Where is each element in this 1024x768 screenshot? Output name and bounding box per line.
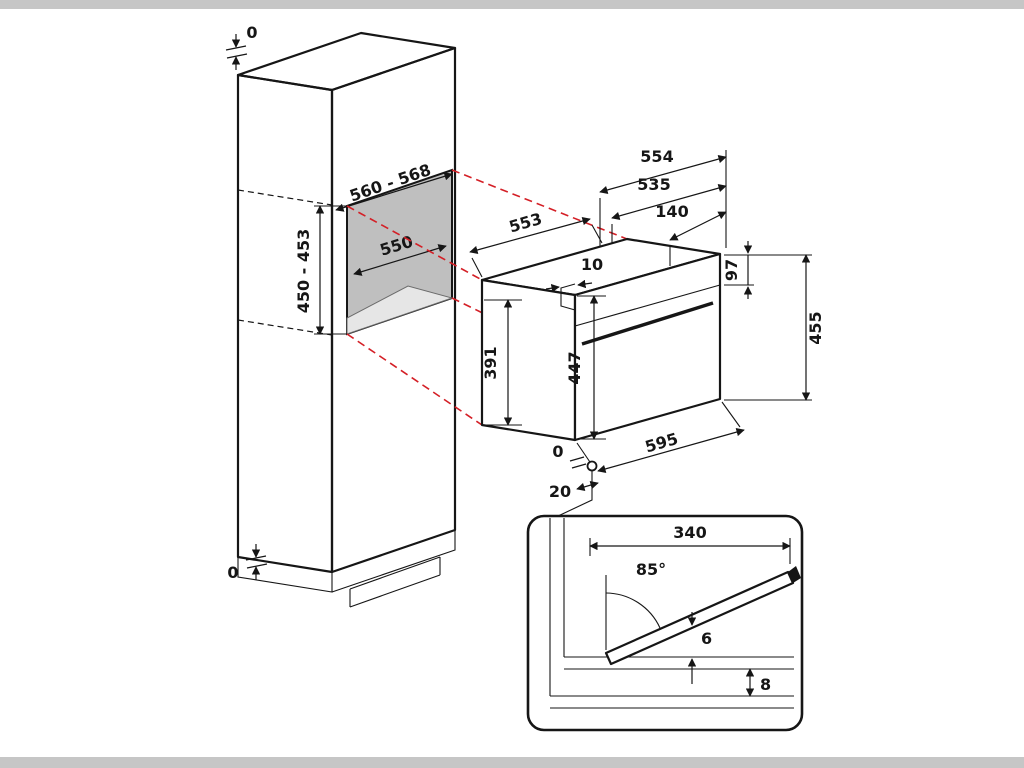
oven-front-face <box>573 252 722 442</box>
dim-body-depth: 553 <box>507 209 544 236</box>
door-handle <box>581 301 714 346</box>
dim-front-clearance: 0 <box>552 442 563 461</box>
dim-595-line <box>597 428 745 473</box>
door-tip <box>788 566 801 583</box>
dim-391-ticks <box>484 299 522 426</box>
niche-width-line <box>335 172 453 212</box>
dim-frame-offset: 10 <box>581 255 603 274</box>
projection-line-bottom-left <box>346 333 483 426</box>
niche-depth-line <box>353 244 447 276</box>
dim-bottom-gap: 20 <box>549 482 571 501</box>
cabinet-front-section-lines <box>549 518 565 696</box>
door-detail-inset: 85° 340 6 8 <box>526 514 804 732</box>
dim-panel-height: 97 <box>722 259 741 281</box>
dim-door-projection: 340 <box>673 523 706 542</box>
dim-body-mid-width: 535 <box>637 175 670 194</box>
worktop-section-lines <box>564 656 794 670</box>
niche-floor <box>346 285 454 335</box>
cabinet-hidden-line-bottom <box>237 319 333 336</box>
dim-front-height: 447 <box>565 351 584 384</box>
dim-553-line <box>469 216 591 255</box>
dim-body-top-width: 554 <box>640 147 673 166</box>
dim-20-line <box>576 481 599 491</box>
bottom-zero-ticks <box>245 555 268 569</box>
dim-553-extensions <box>471 224 603 278</box>
control-panel-line <box>574 284 721 327</box>
reference-point-marker <box>586 460 598 472</box>
dim-overall-width: 595 <box>643 429 680 456</box>
dim-455-extensions <box>724 254 812 401</box>
dim-535-line <box>611 183 727 221</box>
cabinet-column <box>236 31 457 608</box>
cabinet-plinth-band <box>237 530 456 593</box>
dim-top-clearance: 0 <box>246 23 257 42</box>
front-frame-step <box>560 283 576 311</box>
cabinet-top-face <box>236 31 457 92</box>
dim-140-line <box>669 211 727 241</box>
top-zero-ticks <box>225 45 248 59</box>
dim-opening-angle: 85° <box>636 560 666 579</box>
detail-leader-line <box>555 471 593 518</box>
cabinet-kick-recess <box>349 556 441 608</box>
dim-overall-height: 455 <box>806 311 825 344</box>
bottom-page-bar <box>0 757 1024 768</box>
dim-bottom-shelf-gap: 8 <box>760 675 771 694</box>
frame-offset-arrow-left <box>545 283 560 293</box>
front-zero-ticks <box>569 456 587 469</box>
door-angle-arc <box>605 592 661 629</box>
dim-bottom-clearance: 0 <box>227 563 238 582</box>
oven-dimensions: 10 554 535 140 553 391 447 97 455 <box>469 147 825 518</box>
dim-panel-depth: 140 <box>655 202 688 221</box>
projection-line-top-right <box>451 169 628 240</box>
dim-body-rear-height: 391 <box>481 346 500 379</box>
inset-border <box>526 514 804 732</box>
cabinet-hidden-line-top <box>237 189 333 206</box>
top-page-bar <box>0 0 1024 9</box>
frame-offset-arrow-right <box>577 279 593 289</box>
cabinet-left-face <box>236 73 334 574</box>
niche-height-extensions <box>314 205 347 335</box>
dim-gap-under-door: 6 <box>701 629 712 648</box>
dim-niche-height: 450 - 453 <box>294 229 313 314</box>
